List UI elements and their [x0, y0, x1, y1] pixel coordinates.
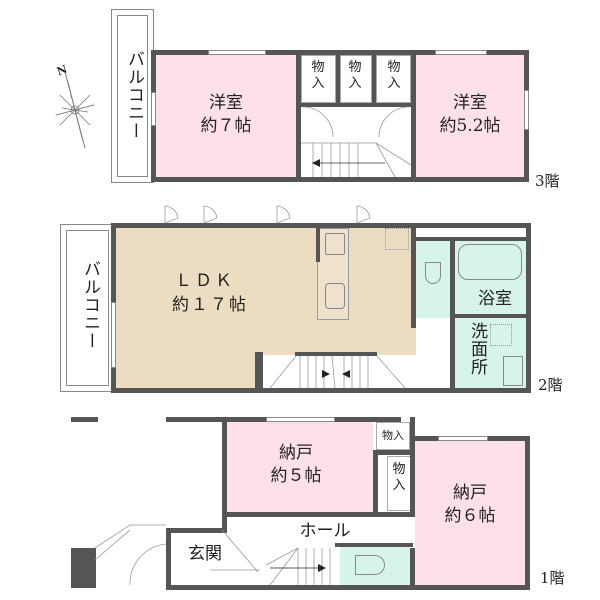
room-closet-1-size: 約５帖: [270, 466, 322, 486]
balcony-2f-label: バルコニー: [80, 260, 100, 350]
room-closet-1: [227, 422, 373, 513]
stairs-2f: [263, 355, 416, 388]
room-closet-2-name: 納戸: [453, 483, 487, 503]
room-western-2: [416, 55, 524, 177]
room-western-1-size: 約７帖: [200, 116, 252, 136]
room-closet-2-size: 約６帖: [444, 506, 496, 526]
stove-icon: [325, 233, 345, 255]
washbasin-icon: [503, 356, 523, 386]
compass-rose-icon: [55, 71, 95, 149]
storage-3[interactable]: [376, 55, 411, 103]
storage-1[interactable]: [301, 55, 336, 103]
room-entrance-name: 玄関: [188, 544, 222, 564]
room-ldk-size: 約１７帖: [172, 295, 248, 315]
room-closet-1-name: 納戸: [279, 443, 313, 463]
toilet-icon: [425, 262, 441, 284]
room-western-1: [156, 55, 296, 177]
room-washroom-name: 洗面所: [467, 322, 487, 376]
room-closet-2: [415, 441, 525, 585]
room-western-2-size: 約5.2帖: [439, 116, 501, 136]
room-hall-name: ホール: [299, 521, 351, 541]
compass: N: [50, 60, 105, 155]
storage-4[interactable]: [376, 422, 410, 450]
floor-2-label: 2階: [538, 376, 563, 394]
floor-3-label: 3階: [535, 172, 560, 190]
balcony-2f: バルコニー: [60, 224, 115, 392]
room-bathroom-name: 浴室: [478, 289, 512, 309]
room-western-2-name: 洋室: [453, 93, 487, 113]
toilet-icon: [355, 555, 385, 575]
fridge-space: [385, 228, 409, 250]
storage-2[interactable]: [340, 55, 372, 103]
balcony-3f-label: バルコニー: [124, 50, 144, 140]
bathtub-icon: [458, 244, 522, 280]
room-western-1-name: 洋室: [209, 93, 243, 113]
kitchen-counter: [317, 228, 349, 320]
floor-1-label: 1階: [540, 569, 565, 587]
sink-icon: [325, 283, 345, 309]
balcony-3f: バルコニー: [111, 9, 154, 183]
room-ldk-name: ＬＤＫ: [175, 271, 235, 291]
